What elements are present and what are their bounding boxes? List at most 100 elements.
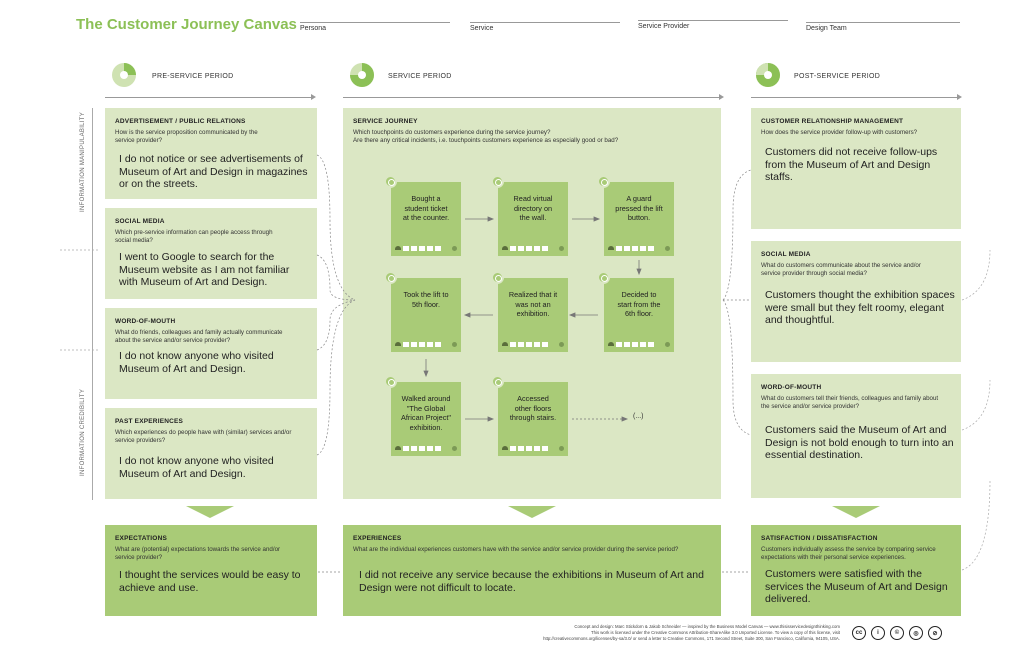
box-question: Which experiences do people have with (s…: [115, 429, 292, 444]
touchpoint-rating: [608, 341, 670, 347]
pre-box-advertisement: ADVERTISEMENT / PUBLIC RELATIONS How is …: [105, 108, 317, 199]
service-provider-field[interactable]: Service Provider: [638, 20, 788, 37]
post-box-social-media: SOCIAL MEDIA What do customers communica…: [751, 241, 961, 362]
touchpoint-marker-icon: [491, 375, 504, 388]
service-pie-icon: [350, 63, 374, 87]
post-box-word-of-mouth: WORD-OF-MOUTH What do customers tell the…: [751, 374, 961, 498]
box-answer: I thought the services would be easy to …: [119, 569, 301, 594]
noncommercial-icon: ⊘: [928, 626, 942, 640]
box-title: WORD-OF-MOUTH: [761, 384, 822, 391]
heart-icon: [665, 341, 670, 347]
touchpoint-marker-icon: [384, 271, 397, 284]
right-edge-connectors: [961, 249, 991, 571]
service-journey-box: SERVICE JOURNEY Which touchpoints do cus…: [343, 108, 721, 499]
box-answer: Customers were satisfied with the servic…: [765, 568, 948, 605]
post-service-period-label: POST-SERVICE PERIOD: [794, 73, 881, 80]
heart-icon: [452, 445, 457, 451]
canvas-title: The Customer Journey Canvas: [76, 16, 297, 33]
chevron-down-icon: [186, 506, 234, 518]
touchpoint-marker-icon: [384, 175, 397, 188]
pre-service-period-label: PRE-SERVICE PERIOD: [152, 73, 234, 80]
side-axis-line: [92, 108, 93, 500]
heart-icon: [559, 445, 564, 451]
pre-to-service-connectors: [316, 154, 356, 456]
post-arrow-icon: [957, 94, 962, 100]
touchpoint-rating: [395, 245, 457, 251]
touchpoint-rating: [502, 341, 564, 347]
touchpoint-marker-icon: [384, 375, 397, 388]
box-title: SOCIAL MEDIA: [761, 251, 811, 258]
copyright-icon: ©: [890, 626, 904, 640]
journey-arrows: [423, 216, 642, 422]
service-journey-question-1: Which touchpoints do customers experienc…: [353, 129, 551, 136]
box-question: What do friends, colleagues and family a…: [115, 329, 283, 344]
box-question: What do customers tell their friends, co…: [761, 395, 939, 410]
thumb-icon: [608, 342, 614, 346]
box-question: How does the service provider follow-up …: [761, 129, 918, 136]
touchpoint-marker-icon: [491, 175, 504, 188]
cc-icon: cc: [852, 626, 866, 640]
box-question: How is the service proposition communica…: [115, 129, 258, 144]
left-edge-connectors: [60, 249, 100, 351]
heart-icon: [665, 245, 670, 251]
box-answer: I went to Google to search for the Museu…: [119, 251, 290, 288]
box-answer: Customers thought the exhibition spaces …: [765, 289, 955, 326]
chevron-down-icon: [832, 506, 880, 518]
heart-icon: [559, 341, 564, 347]
thumb-icon: [502, 246, 508, 250]
thumb-icon: [395, 446, 401, 450]
heart-icon: [452, 341, 457, 347]
post-service-timeline: [751, 97, 959, 98]
box-question: Customers individually assess the servic…: [761, 546, 936, 561]
service-journey-title: SERVICE JOURNEY: [353, 118, 418, 125]
thumb-icon: [395, 342, 401, 346]
heart-icon: [559, 245, 564, 251]
share-alike-icon: ◎: [909, 626, 923, 640]
pre-service-pie-icon: [112, 63, 136, 87]
box-title: ADVERTISEMENT / PUBLIC RELATIONS: [115, 118, 246, 125]
thumb-icon: [608, 246, 614, 250]
box-title: SOCIAL MEDIA: [115, 218, 165, 225]
box-question: What are the individual experiences cust…: [353, 546, 679, 553]
box-answer: Customers said the Museum of Art and Des…: [765, 424, 954, 461]
service-journey-question-2: Are there any critical incidents, i.e. t…: [353, 137, 619, 144]
pre-box-past-experiences: PAST EXPERIENCES Which experiences do pe…: [105, 408, 317, 499]
touchpoint-rating: [502, 245, 564, 251]
touchpoint-rating: [395, 445, 457, 451]
box-answer: I do not know anyone who visited Museum …: [119, 350, 274, 375]
service-field[interactable]: Service: [470, 22, 620, 39]
service-timeline: [343, 97, 721, 98]
pre-arrow-icon: [311, 94, 316, 100]
service-to-post-connectors: [722, 169, 752, 436]
pre-box-social-media: SOCIAL MEDIA Which pre-service informati…: [105, 208, 317, 299]
cc-license-badges[interactable]: cc i © ◎ ⊘: [852, 626, 942, 640]
experiences-box: EXPERIENCES What are the individual expe…: [343, 525, 721, 616]
box-answer: I did not receive any service because th…: [359, 569, 704, 594]
box-title: WORD-OF-MOUTH: [115, 318, 176, 325]
post-service-pie-icon: [756, 63, 780, 87]
box-question: Which pre-service information can people…: [115, 229, 273, 244]
pre-box-word-of-mouth: WORD-OF-MOUTH What do friends, colleague…: [105, 308, 317, 399]
box-question: What do customers communicate about the …: [761, 262, 921, 277]
design-team-field[interactable]: Design Team: [806, 22, 960, 39]
satisfaction-box: SATISFACTION / DISSATISFACTION Customers…: [751, 525, 961, 616]
bottom-connectors: [318, 571, 750, 573]
box-question: What are (potential) expectations toward…: [115, 546, 281, 561]
persona-field[interactable]: Persona: [300, 22, 450, 39]
box-title: EXPERIENCES: [353, 535, 402, 542]
touchpoint-rating: [608, 245, 670, 251]
